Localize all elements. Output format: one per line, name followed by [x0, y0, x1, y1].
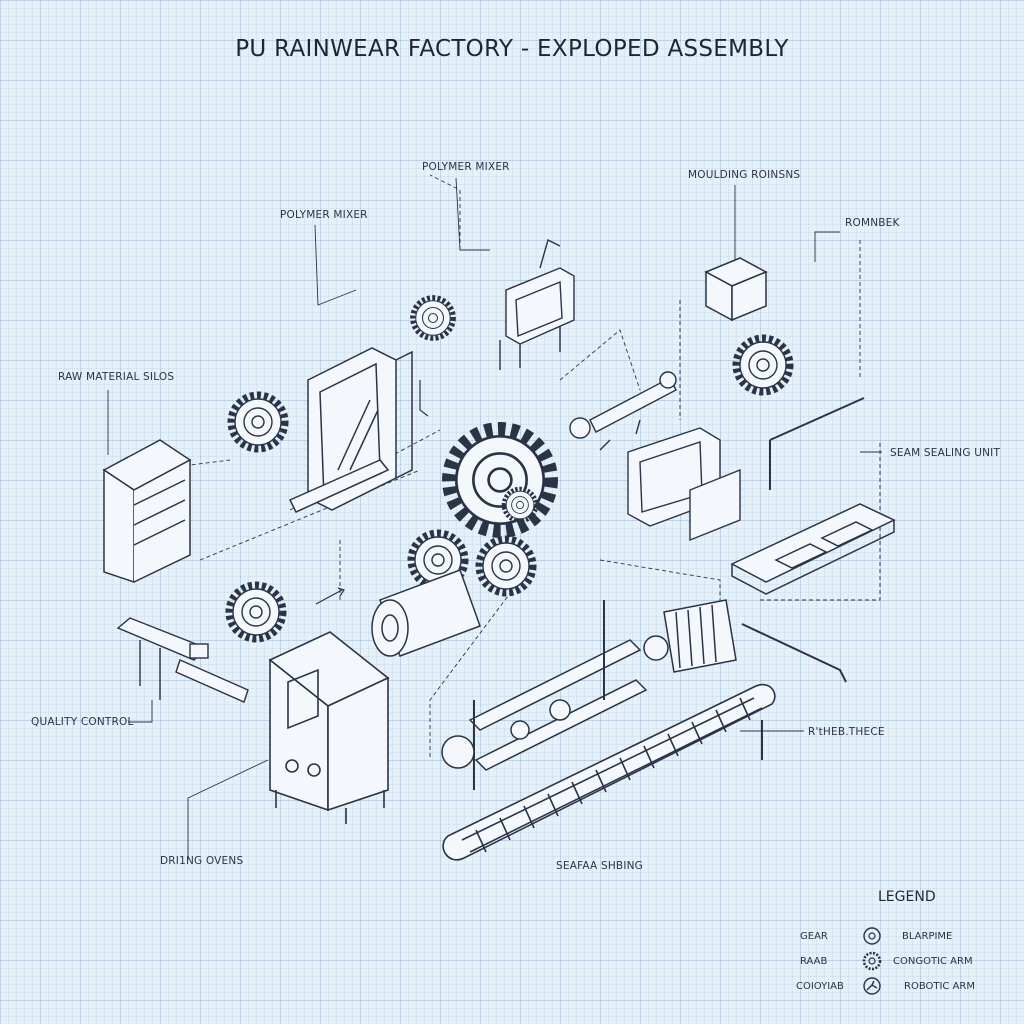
shaft-assembly-part — [569, 371, 677, 451]
label-raw-material-silos: RAW MATERIAL SILOS — [58, 371, 175, 383]
legend-item-left: GEAR — [800, 931, 828, 942]
label-moulding: MOULDING ROINSNS — [688, 169, 801, 181]
seam-sealing-bracket-part — [627, 397, 865, 542]
label-romnber: ROMNBEK — [845, 217, 900, 229]
legend-item-left: RAAB — [800, 956, 828, 967]
gear-icon — [862, 951, 882, 971]
label-polymer-mixer-top: POLYMER MIXER — [422, 161, 510, 173]
legend-item-left: COIOYIAB — [796, 981, 844, 992]
direction-arrows — [315, 380, 429, 605]
gear-part-lower-left — [229, 585, 283, 639]
label-seam-sealing-unit: SEAM SEALING UNIT — [890, 447, 1001, 459]
legend-item-right: CONGOTIC ARM — [893, 956, 973, 967]
gear-part-small — [413, 298, 454, 339]
legend-item-right: ROBOTIC ARM — [904, 981, 976, 992]
gear-part-right — [736, 338, 790, 392]
ring-icon — [863, 927, 881, 945]
label-drying-ovens: DRI1NG OVENS — [160, 855, 244, 867]
label-rthebthtece: R'tHEB.THECE — [808, 726, 885, 738]
label-quality-control: QUALITY CONTROL — [31, 716, 134, 728]
roller-frame-part — [441, 600, 648, 790]
leader-lines — [107, 177, 882, 860]
diagram-title: PU RAINWEAR FACTORY - EXPLOPED ASSEMBLY — [235, 36, 789, 62]
conveyor-belt-part — [442, 683, 776, 861]
gear-part-left — [231, 395, 285, 449]
polymer-mixer-frame-part — [288, 347, 413, 513]
quality-control-arm-part — [116, 617, 249, 703]
moulding-box-part — [704, 257, 768, 322]
robotic-arm-icon — [863, 977, 881, 995]
legend-title: LEGEND — [878, 889, 936, 905]
mixer-fixture-part — [499, 238, 575, 370]
gear-cluster-center — [411, 429, 551, 593]
label-seafaa: SEAFAA SHBING — [556, 860, 644, 872]
motor-roller-part — [371, 569, 481, 657]
drying-oven-cabinet-part — [268, 631, 390, 824]
label-polymer-mixer-left: POLYMER MIXER — [280, 209, 368, 221]
seam-sealing-tray-part — [730, 503, 896, 595]
raw-material-silo-part — [102, 439, 192, 584]
legend-item-right: BLARPIME — [902, 931, 953, 942]
coil-spring-part — [643, 599, 847, 683]
